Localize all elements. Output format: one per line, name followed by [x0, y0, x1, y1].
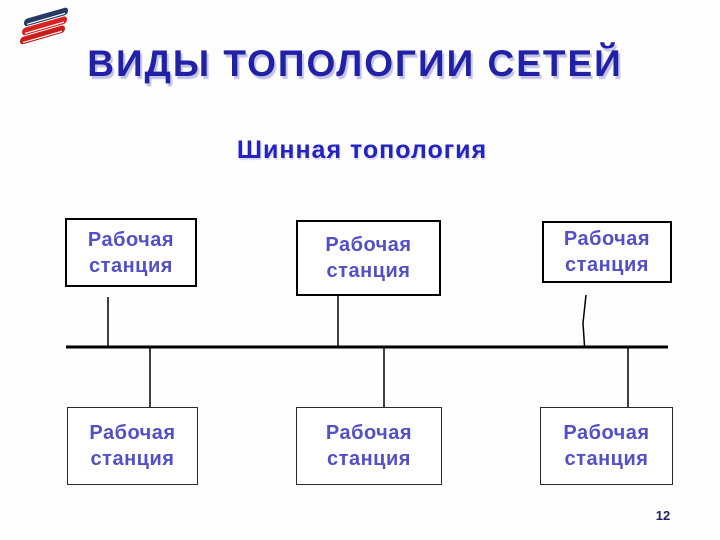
workstation-label-line2: станция — [90, 448, 175, 470]
workstation-label-line2: станция — [327, 448, 411, 470]
workstation-box-4: Рабочая станция — [67, 407, 198, 485]
workstation-label-line2: станция — [564, 448, 649, 470]
workstation-label-line1: Рабочая — [89, 422, 176, 444]
workstation-label-line1: Рабочая — [563, 422, 650, 444]
workstation-box-6: Рабочая станция — [540, 407, 673, 485]
workstation-label-line1: Рабочая — [325, 234, 412, 256]
workstation-box-3: Рабочая станция — [542, 221, 672, 283]
workstation-label-line2: станция — [326, 260, 411, 282]
workstation-label-line1: Рабочая — [563, 228, 651, 250]
workstation-box-1: Рабочая станция — [65, 218, 197, 287]
page-number: 12 — [655, 508, 671, 523]
connector-top-3 — [582, 294, 587, 347]
workstation-label-line2: станция — [565, 254, 649, 276]
workstation-label-line1: Рабочая — [87, 228, 175, 251]
workstation-label-line2: станция — [89, 254, 173, 277]
stacked-books-logo-icon — [20, 7, 68, 45]
slide-title: ВИДЫ ТОПОЛОГИИ СЕТЕЙ — [87, 43, 623, 84]
workstation-box-5: Рабочая станция — [296, 407, 442, 485]
workstation-box-2: Рабочая станция — [296, 220, 441, 296]
workstation-label-line1: Рабочая — [325, 422, 413, 444]
slide-subtitle: Шинная топология — [236, 136, 488, 164]
